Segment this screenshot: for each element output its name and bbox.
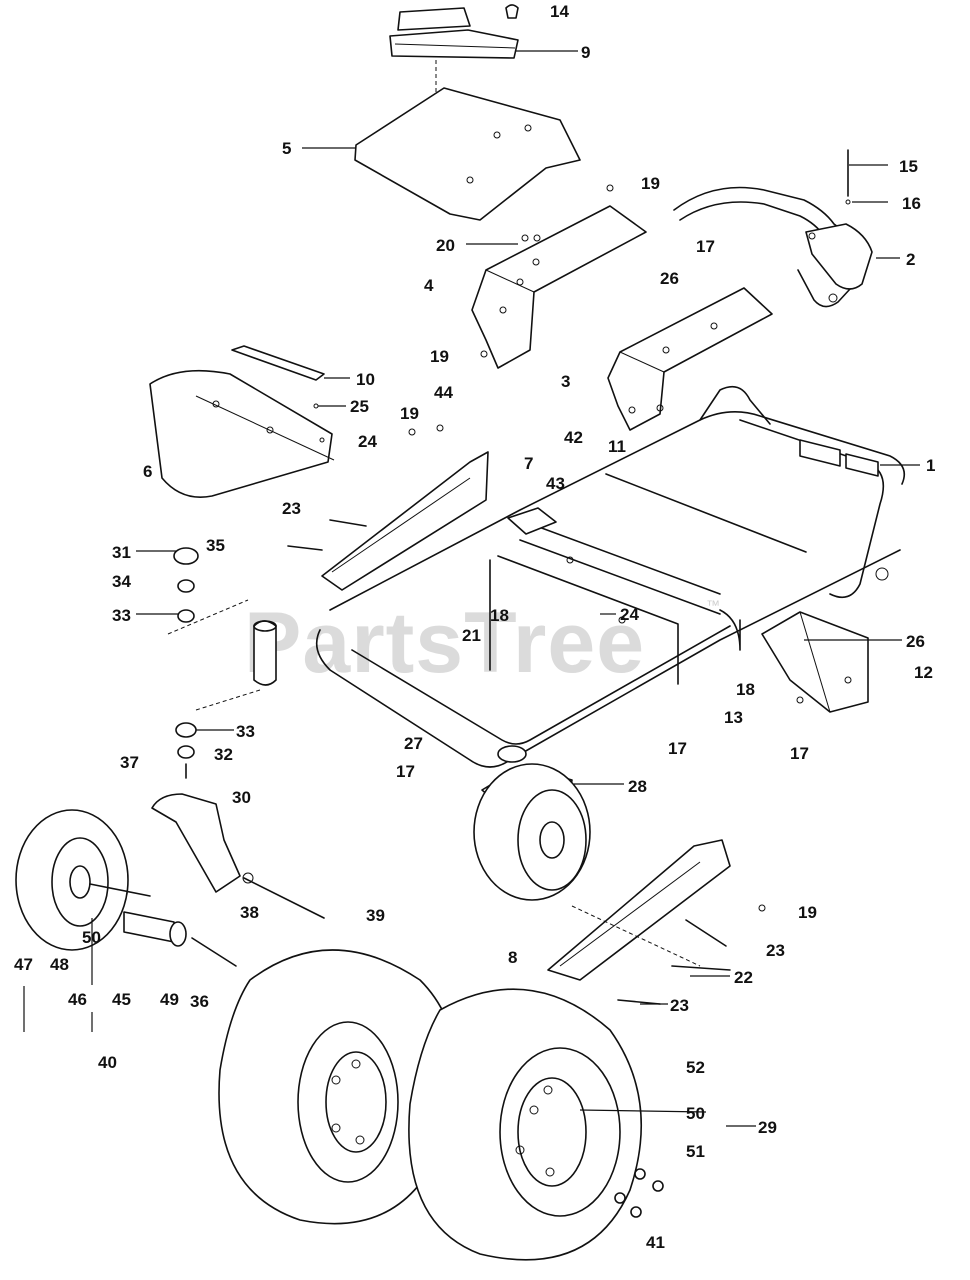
callout-4: 4 [424, 276, 434, 295]
callout-22: 22 [734, 968, 753, 987]
rear-tire-right [408, 988, 664, 1261]
callout-23-left: 23 [282, 499, 301, 518]
callout-15: 15 [899, 157, 918, 176]
seat-pad-9-top [397, 7, 471, 31]
callout-13: 13 [724, 708, 743, 727]
shield-strip-10 [231, 345, 325, 381]
callout-8: 8 [508, 948, 517, 967]
callout-37: 37 [120, 753, 139, 772]
callout-19-right: 19 [798, 903, 817, 922]
callout-3: 3 [561, 372, 570, 391]
callout-23-bottom: 23 [670, 996, 689, 1015]
callout-14: 14 [550, 2, 569, 21]
callout-26-right: 26 [906, 632, 925, 651]
callout-18-right: 18 [736, 680, 755, 699]
callout-46: 46 [68, 990, 87, 1009]
callout-51: 51 [686, 1142, 705, 1161]
callout-17-left: 17 [396, 762, 415, 781]
watermark-text: PartsTree [244, 595, 645, 691]
bearing-sleeve-45 [123, 911, 175, 943]
callout-44: 44 [434, 383, 453, 402]
caster-wheel-28 [473, 745, 591, 901]
callout-19-mid: 19 [430, 347, 449, 366]
callout-32: 32 [214, 745, 233, 764]
rear-tire-left [218, 949, 457, 1225]
callout-36: 36 [190, 992, 209, 1011]
callout-40: 40 [98, 1053, 117, 1072]
callout-20: 20 [436, 236, 455, 255]
callout-16: 16 [902, 194, 921, 213]
callout-38: 38 [240, 903, 259, 922]
front-shield-6 [149, 345, 335, 498]
callout-21: 21 [462, 626, 481, 645]
seat-assembly [354, 4, 581, 221]
callout-19-left: 19 [400, 404, 419, 423]
callout-50-right: 50 [686, 1104, 705, 1123]
seat-knob-14 [505, 4, 519, 19]
callout-5: 5 [282, 139, 291, 158]
callout-18-mid: 18 [490, 606, 509, 625]
callout-19-top: 19 [641, 174, 660, 193]
callout-45: 45 [112, 990, 131, 1009]
callout-52: 52 [686, 1058, 705, 1077]
callout-28: 28 [628, 777, 647, 796]
cover-plate-12 [761, 611, 869, 713]
main-frame-1 [315, 385, 906, 768]
front-fork-30 [15, 793, 325, 967]
callout-43: 43 [546, 474, 565, 493]
callout-26-top: 26 [660, 269, 679, 288]
callout-10: 10 [356, 370, 375, 389]
callout-17-right: 17 [790, 744, 809, 763]
callout-17-top: 17 [696, 237, 715, 256]
callout-42: 42 [564, 428, 583, 447]
callout-27: 27 [404, 734, 423, 753]
callout-24-mid: 24 [620, 605, 639, 624]
callout-33-bottom: 33 [236, 722, 255, 741]
callout-23-right: 23 [766, 941, 785, 960]
callout-39: 39 [366, 906, 385, 925]
callout-47: 47 [14, 955, 33, 974]
seat-brackets [471, 184, 773, 431]
callout-41: 41 [646, 1233, 665, 1252]
rollbar-handle-2 [673, 149, 873, 308]
callout-2: 2 [906, 250, 915, 269]
callout-7: 7 [524, 454, 533, 473]
callout-48: 48 [50, 955, 69, 974]
callout-29: 29 [758, 1118, 777, 1137]
callout-50-left: 50 [82, 928, 101, 947]
axle-bracket-8 [547, 839, 766, 1005]
callout-12: 12 [914, 663, 933, 682]
callout-33-top: 33 [112, 606, 131, 625]
callout-25: 25 [350, 397, 369, 416]
side-plate-left [321, 451, 489, 591]
watermark-trademark: ™ [706, 597, 720, 613]
callout-17-mid: 17 [668, 739, 687, 758]
callout-31: 31 [112, 543, 131, 562]
callout-24-top: 24 [358, 432, 377, 451]
callout-11: 11 [608, 437, 626, 456]
bracket-4 [471, 205, 647, 369]
caster-bearings [167, 547, 277, 779]
seat-plate-5 [354, 87, 581, 221]
callout-34: 34 [112, 572, 131, 591]
callout-6: 6 [143, 462, 152, 481]
bracket-3 [607, 287, 773, 431]
watermark: PartsTree ™ [244, 595, 720, 691]
callout-30: 30 [232, 788, 251, 807]
side-plate [287, 424, 489, 591]
seat-pad-9 [389, 29, 519, 59]
callout-49: 49 [160, 990, 179, 1009]
callout-9: 9 [581, 43, 590, 62]
leader-lines [23, 50, 920, 1127]
callout-1: 1 [926, 456, 935, 475]
callout-labels: 14 9 5 15 19 16 20 17 2 26 4 19 10 3 44 … [14, 2, 935, 1252]
callout-35: 35 [206, 536, 225, 555]
